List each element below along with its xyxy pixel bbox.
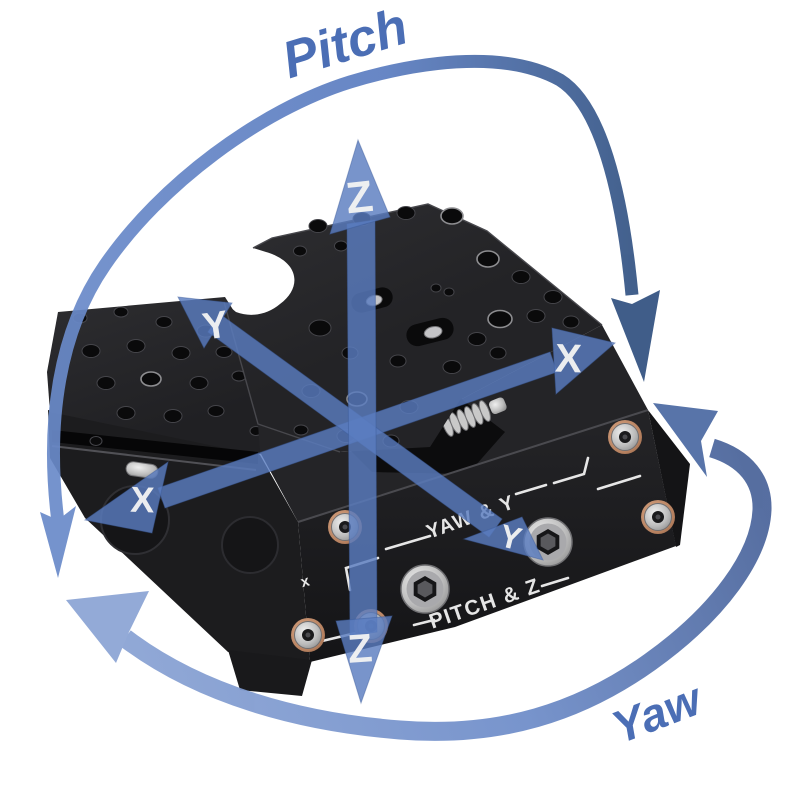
z-arrowhead-bottom (335, 615, 393, 705)
y-arrowhead-top (177, 296, 233, 350)
pitch-rotation-arrow (40, 54, 660, 578)
y-axis-label-top: Y (200, 304, 231, 349)
stage-bottom-left-block (228, 650, 312, 696)
z-axis-arrow: Z Z (329, 138, 393, 705)
z-axis-label-top: Z (344, 172, 376, 224)
yaw-arrowhead-right (653, 403, 718, 477)
x-axis-label-right: X (554, 337, 583, 382)
x-arrowhead-left (83, 460, 169, 534)
engraving-x-marker: x (299, 572, 313, 591)
y-arrowhead-bottom (462, 516, 544, 561)
socket-screw (607, 419, 643, 455)
z-arrowhead-top (329, 138, 391, 235)
pitch-arrowhead-right (611, 290, 660, 382)
hex-adjuster-screw (400, 564, 450, 614)
z-axis-label-bottom: Z (346, 626, 373, 672)
x-arrowhead-right (551, 327, 617, 396)
socket-screw (640, 499, 676, 535)
yaw-arrowhead-left (66, 591, 149, 663)
yaw-rotation-arrow (66, 403, 772, 741)
pitch-arrowhead-left (40, 506, 76, 578)
socket-screw (290, 617, 326, 653)
x-axis-label-left: X (130, 479, 155, 521)
stage-right-face (648, 410, 690, 547)
